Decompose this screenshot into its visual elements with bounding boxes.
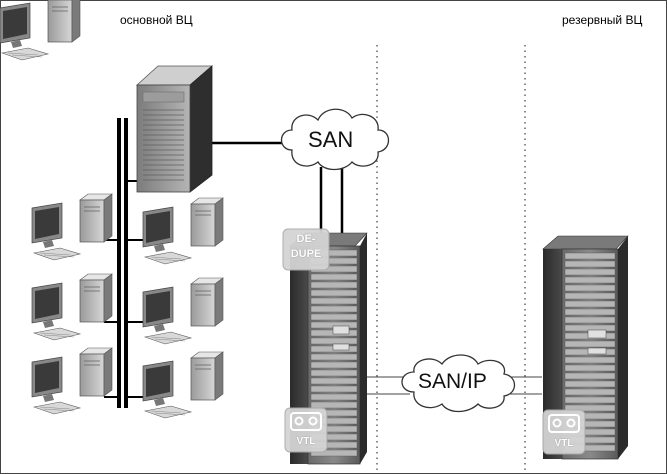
tape-cassette-icon	[542, 409, 586, 455]
workstation-icon	[142, 351, 224, 419]
dedupe-label-line2: DUPE	[290, 248, 322, 260]
san-ip-label: SAN/IP	[418, 370, 487, 393]
workstation-icon	[31, 273, 113, 341]
server-tower-icon	[135, 65, 214, 193]
workstation-icon	[142, 277, 224, 345]
vtl-label-primary: VTL	[296, 436, 316, 447]
workstation-icon	[31, 193, 113, 261]
cloud-icon	[280, 108, 390, 171]
dedupe-label-line1: DE-	[296, 233, 316, 245]
tape-cassette-icon	[284, 407, 328, 453]
vtl-label-backup: VTL	[554, 438, 574, 449]
cloud-icon	[401, 354, 516, 413]
dedupe-badge	[282, 228, 330, 271]
workstation-icon	[0, 0, 81, 61]
workstation-icon	[142, 197, 224, 265]
workstation-icon	[31, 347, 113, 415]
san-label: SAN	[308, 127, 354, 152]
primary-site-label: основной ВЦ	[120, 13, 193, 27]
backup-site-label: резервный ВЦ	[562, 13, 643, 27]
